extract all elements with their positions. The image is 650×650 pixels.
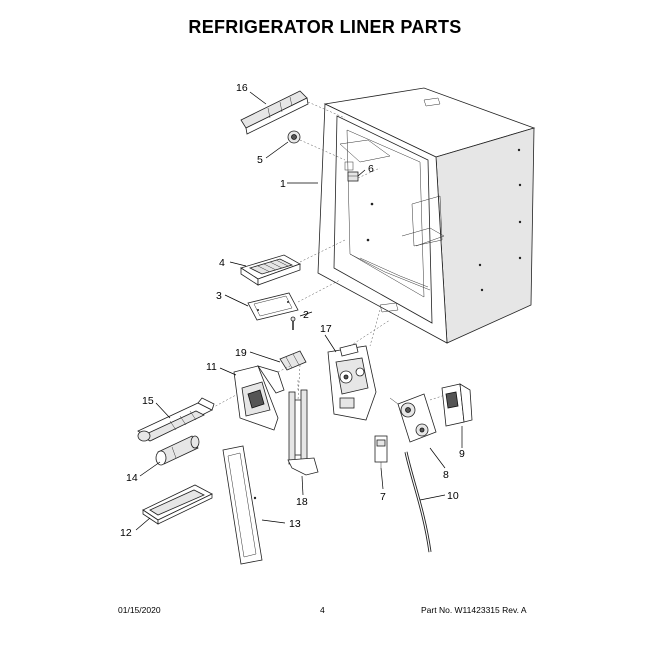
callout-9: 9: [459, 448, 465, 460]
callout-labels: 1 2 3 4 5 6 7 8 9 10 11 12 13 14 15 16 1…: [120, 82, 465, 539]
screw-part-2: [290, 316, 296, 330]
callout-18: 18: [296, 496, 308, 508]
auger-part-15: [137, 397, 215, 442]
callout-12: 12: [120, 527, 132, 539]
callout-2: 2: [303, 309, 309, 321]
assembly-guide-lines: [211, 101, 381, 409]
callout-19: 19: [235, 347, 247, 359]
callout-8: 8: [443, 469, 449, 481]
knob-part-5: [287, 130, 346, 161]
callout-11: 11: [206, 361, 217, 373]
grille-part-4: [240, 239, 346, 286]
connector-part-19: [279, 350, 307, 401]
callout-3: 3: [216, 290, 222, 302]
callout-10: 10: [447, 490, 459, 502]
callout-4: 4: [219, 257, 225, 269]
tray-part-12: [142, 484, 213, 525]
page-title: REFRIGERATOR LINER PARTS: [188, 17, 462, 37]
tube-part-18: [287, 380, 319, 476]
plate-part-3: [247, 292, 299, 321]
liner-part-1: [317, 87, 536, 344]
valve-part-8: [389, 393, 446, 443]
sensor-part-7: [374, 435, 388, 468]
callout-7: 7: [380, 491, 386, 503]
water-tube-part-10: [404, 451, 432, 553]
footer-part-number: Part No. W11423315 Rev. A: [421, 605, 527, 615]
clip-part-6: [347, 171, 359, 182]
callout-17: 17: [320, 323, 332, 335]
callout-15: 15: [142, 395, 154, 407]
filter-part-14: [155, 435, 200, 466]
callout-1: 1: [280, 178, 286, 190]
callout-5: 5: [257, 154, 263, 166]
callout-16: 16: [236, 82, 248, 94]
footer-date: 01/15/2020: [118, 605, 161, 615]
callout-13: 13: [289, 518, 301, 530]
bracket-part-9: [441, 383, 473, 427]
housing-part-11: [233, 365, 285, 431]
panel-part-13: [222, 445, 263, 565]
callout-14: 14: [126, 472, 138, 484]
duct-part-16: [240, 90, 309, 135]
callout-6: 6: [368, 163, 374, 175]
leader-lines: [135, 91, 463, 531]
motor-housing-part-17: [327, 319, 391, 421]
footer-page-number: 4: [320, 605, 325, 615]
